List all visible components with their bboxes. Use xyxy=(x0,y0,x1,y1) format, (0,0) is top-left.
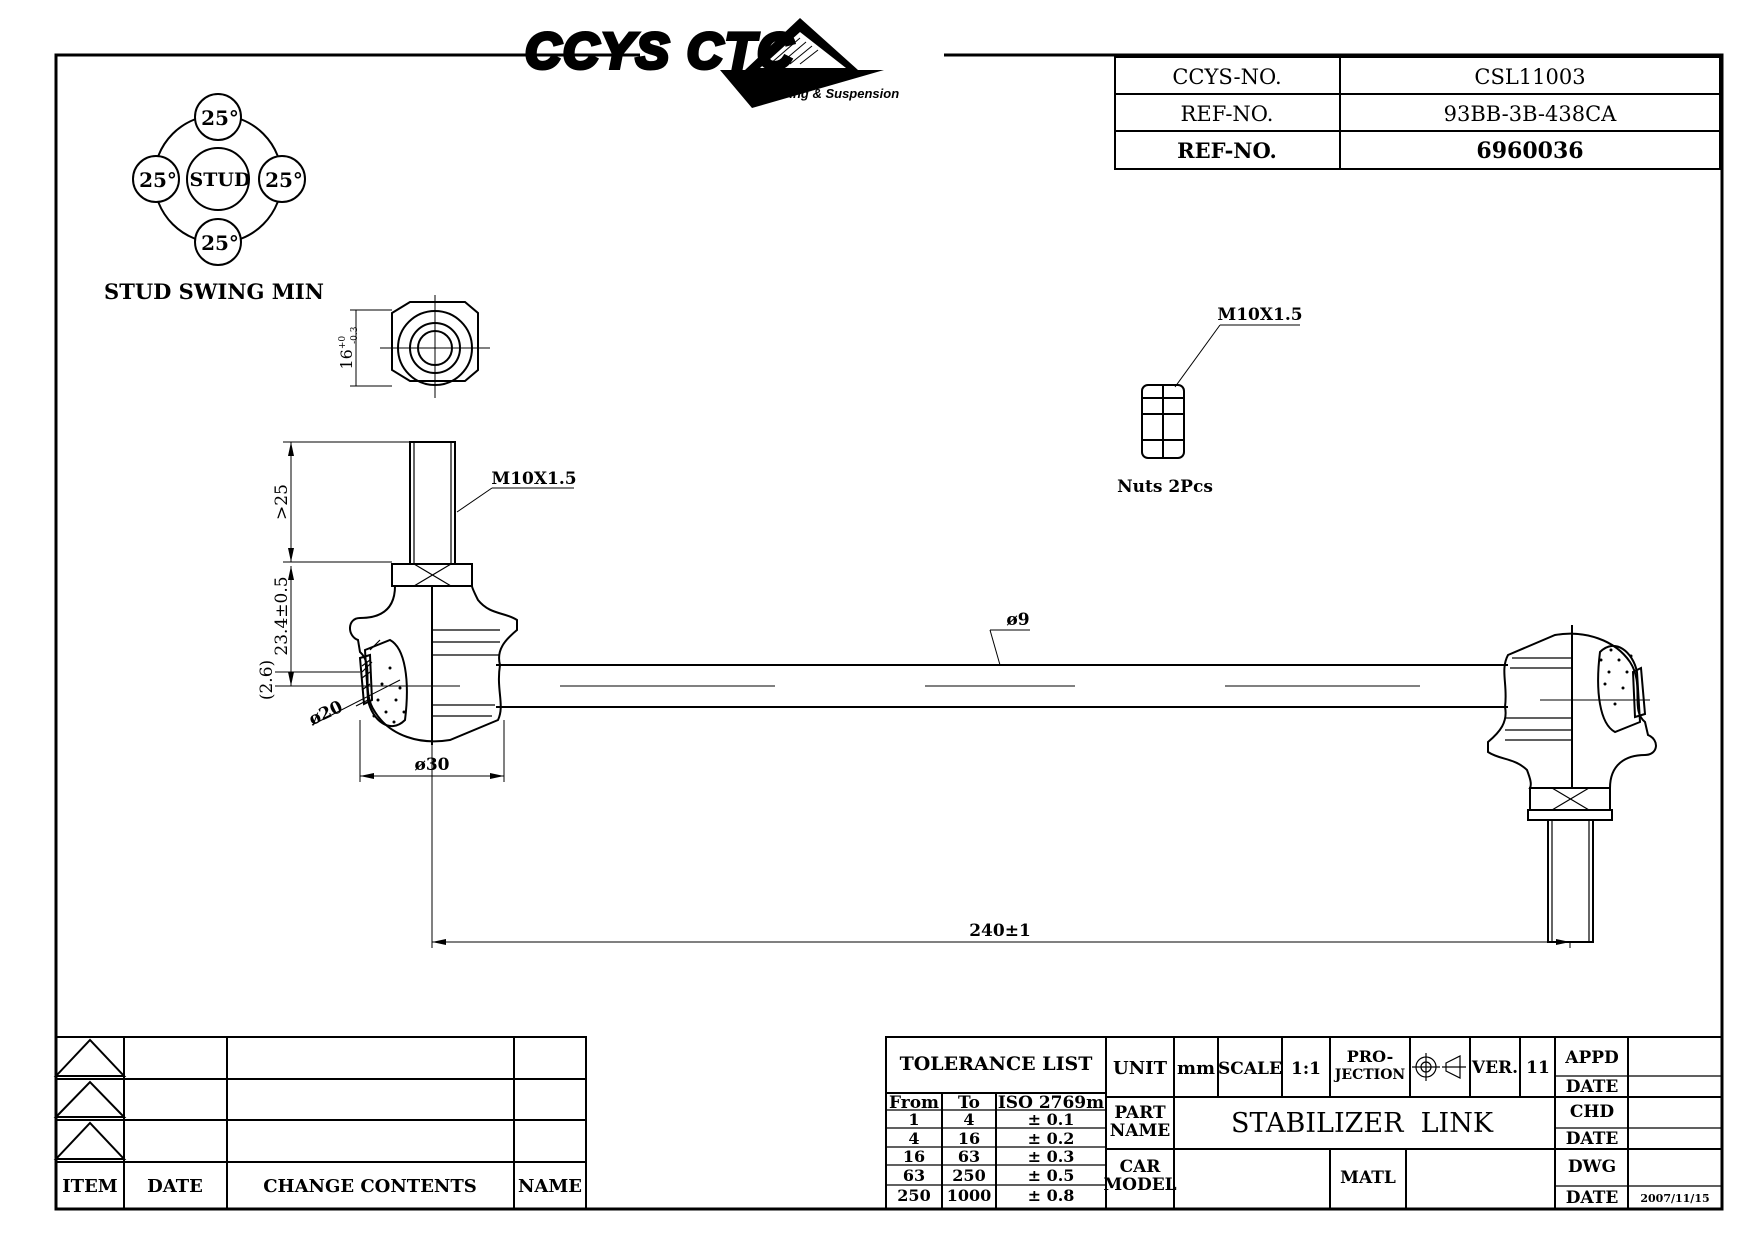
stud-swing-caption: STUD SWING MIN xyxy=(104,279,324,304)
part-name-label-2: NAME xyxy=(1110,1121,1171,1141)
nut-thread-label: M10X1.5 xyxy=(1217,305,1302,325)
id-block: CCYS-NO. CSL11003 REF-NO. 93BB-3B-438CA … xyxy=(1114,56,1721,170)
tol-to-1: 4 xyxy=(963,1110,974,1129)
logo-wordmark: CCYS CTC xyxy=(525,23,795,79)
tol-header-std: ISO 2769m xyxy=(998,1093,1104,1113)
rev-header-date: DATE xyxy=(147,1176,203,1197)
ver-value: 11 xyxy=(1526,1058,1550,1078)
tol-val-5: ± 0.8 xyxy=(1028,1186,1075,1205)
sheet-border xyxy=(54,53,1724,1211)
part-name: STABILIZER LINK xyxy=(1231,1108,1494,1139)
tol-to-4: 250 xyxy=(952,1166,985,1185)
dim-overall-length: 240±1 xyxy=(969,921,1031,941)
projection-symbol-icon xyxy=(1412,1053,1466,1081)
logo-tagline: Steering & Suspension xyxy=(757,86,899,101)
appd-label: APPD xyxy=(1564,1048,1619,1068)
appd-date-label: DATE xyxy=(1566,1077,1619,1097)
swing-center-label: STUD xyxy=(190,169,251,191)
tol-header-to: To xyxy=(958,1093,980,1113)
dim-ball-dia: ø20 xyxy=(306,697,346,730)
tol-to-3: 63 xyxy=(958,1147,980,1166)
dim-offset: (2.6) xyxy=(257,660,277,700)
car-model-label-1: CAR xyxy=(1120,1157,1162,1177)
matl-label: MATL xyxy=(1340,1168,1396,1188)
tol-from-2: 4 xyxy=(908,1129,919,1148)
id-value-1: CSL11003 xyxy=(1474,65,1585,89)
projection-label-1: PRO- xyxy=(1347,1047,1394,1066)
chd-date-label: DATE xyxy=(1566,1129,1619,1149)
scale-label: SCALE xyxy=(1218,1059,1282,1079)
id-label-1: CCYS-NO. xyxy=(1172,65,1281,89)
tol-to-2: 16 xyxy=(958,1129,980,1148)
revision-table: ITEM DATE CHANGE CONTENTS NAME xyxy=(53,1036,587,1210)
tol-from-5: 250 xyxy=(897,1186,930,1205)
tol-to-5: 1000 xyxy=(947,1186,992,1205)
part-name-label-1: PART xyxy=(1114,1103,1166,1123)
dwg-date-value: 2007/11/15 xyxy=(1640,1192,1709,1205)
swing-angle-bottom: 25° xyxy=(201,231,239,255)
tol-from-1: 1 xyxy=(908,1110,919,1129)
brand-logo: CCYS CTC Steering & Suspension xyxy=(523,18,899,108)
rev-header-contents: CHANGE CONTENTS xyxy=(263,1176,477,1197)
tol-from-4: 63 xyxy=(903,1166,925,1185)
tol-from-3: 16 xyxy=(903,1147,925,1166)
id-label-2: REF-NO. xyxy=(1181,102,1274,126)
stud-swing-diagram: 25° 25° STUD 25° 25° STUD SWING MIN xyxy=(104,93,324,304)
swing-angle-right: 25° xyxy=(265,168,303,192)
ver-label: VER. xyxy=(1471,1058,1518,1078)
nut-side-view: M10X1.5 Nuts 2Pcs xyxy=(1117,305,1303,497)
id-value-3: 6960036 xyxy=(1476,138,1583,164)
projection-label-2: JECTION xyxy=(1333,1067,1406,1083)
dim-rod-dia: ø9 xyxy=(1006,610,1029,630)
rev-header-name: NAME xyxy=(518,1176,582,1197)
dim-stud-height: 23.4±0.5 xyxy=(272,576,292,655)
id-value-2: 93BB-3B-438CA xyxy=(1444,102,1618,126)
dim-housing-dia: ø30 xyxy=(415,755,450,775)
swing-angle-left: 25° xyxy=(139,168,177,192)
dwg-label: DWG xyxy=(1568,1157,1616,1177)
unit-value: mm xyxy=(1177,1058,1215,1079)
car-model-label-2: MODEL xyxy=(1103,1175,1176,1195)
nut-width-dim: 16+0-0.3 xyxy=(337,326,360,369)
stabilizer-link-drawing: 240±1 >25 23.4±0.5 (2.6) ø20 ø30 M10X1.5 xyxy=(257,441,1657,948)
tol-val-2: ± 0.2 xyxy=(1028,1129,1075,1148)
rev-header-item: ITEM xyxy=(62,1176,118,1197)
tol-val-4: ± 0.5 xyxy=(1028,1166,1075,1185)
tol-header-from: From xyxy=(889,1093,939,1113)
dwg-date-label: DATE xyxy=(1566,1188,1619,1208)
chd-label: CHD xyxy=(1570,1102,1615,1122)
tolerance-title: TOLERANCE LIST xyxy=(900,1053,1093,1075)
title-block: TOLERANCE LIST From To ISO 2769m 1 4 ± 0… xyxy=(885,1036,1723,1210)
scale-value: 1:1 xyxy=(1291,1059,1321,1079)
tol-val-1: ± 0.1 xyxy=(1028,1110,1075,1129)
nut-top-view: 16+0-0.3 xyxy=(337,295,490,398)
nut-caption: Nuts 2Pcs xyxy=(1117,477,1213,497)
unit-label: UNIT xyxy=(1113,1058,1168,1079)
dim-stud-length: >25 xyxy=(272,484,292,520)
swing-angle-top: 25° xyxy=(201,106,239,130)
tol-val-3: ± 0.3 xyxy=(1028,1147,1075,1166)
id-label-3: REF-NO. xyxy=(1177,138,1277,163)
dim-stud-thread: M10X1.5 xyxy=(491,469,576,489)
